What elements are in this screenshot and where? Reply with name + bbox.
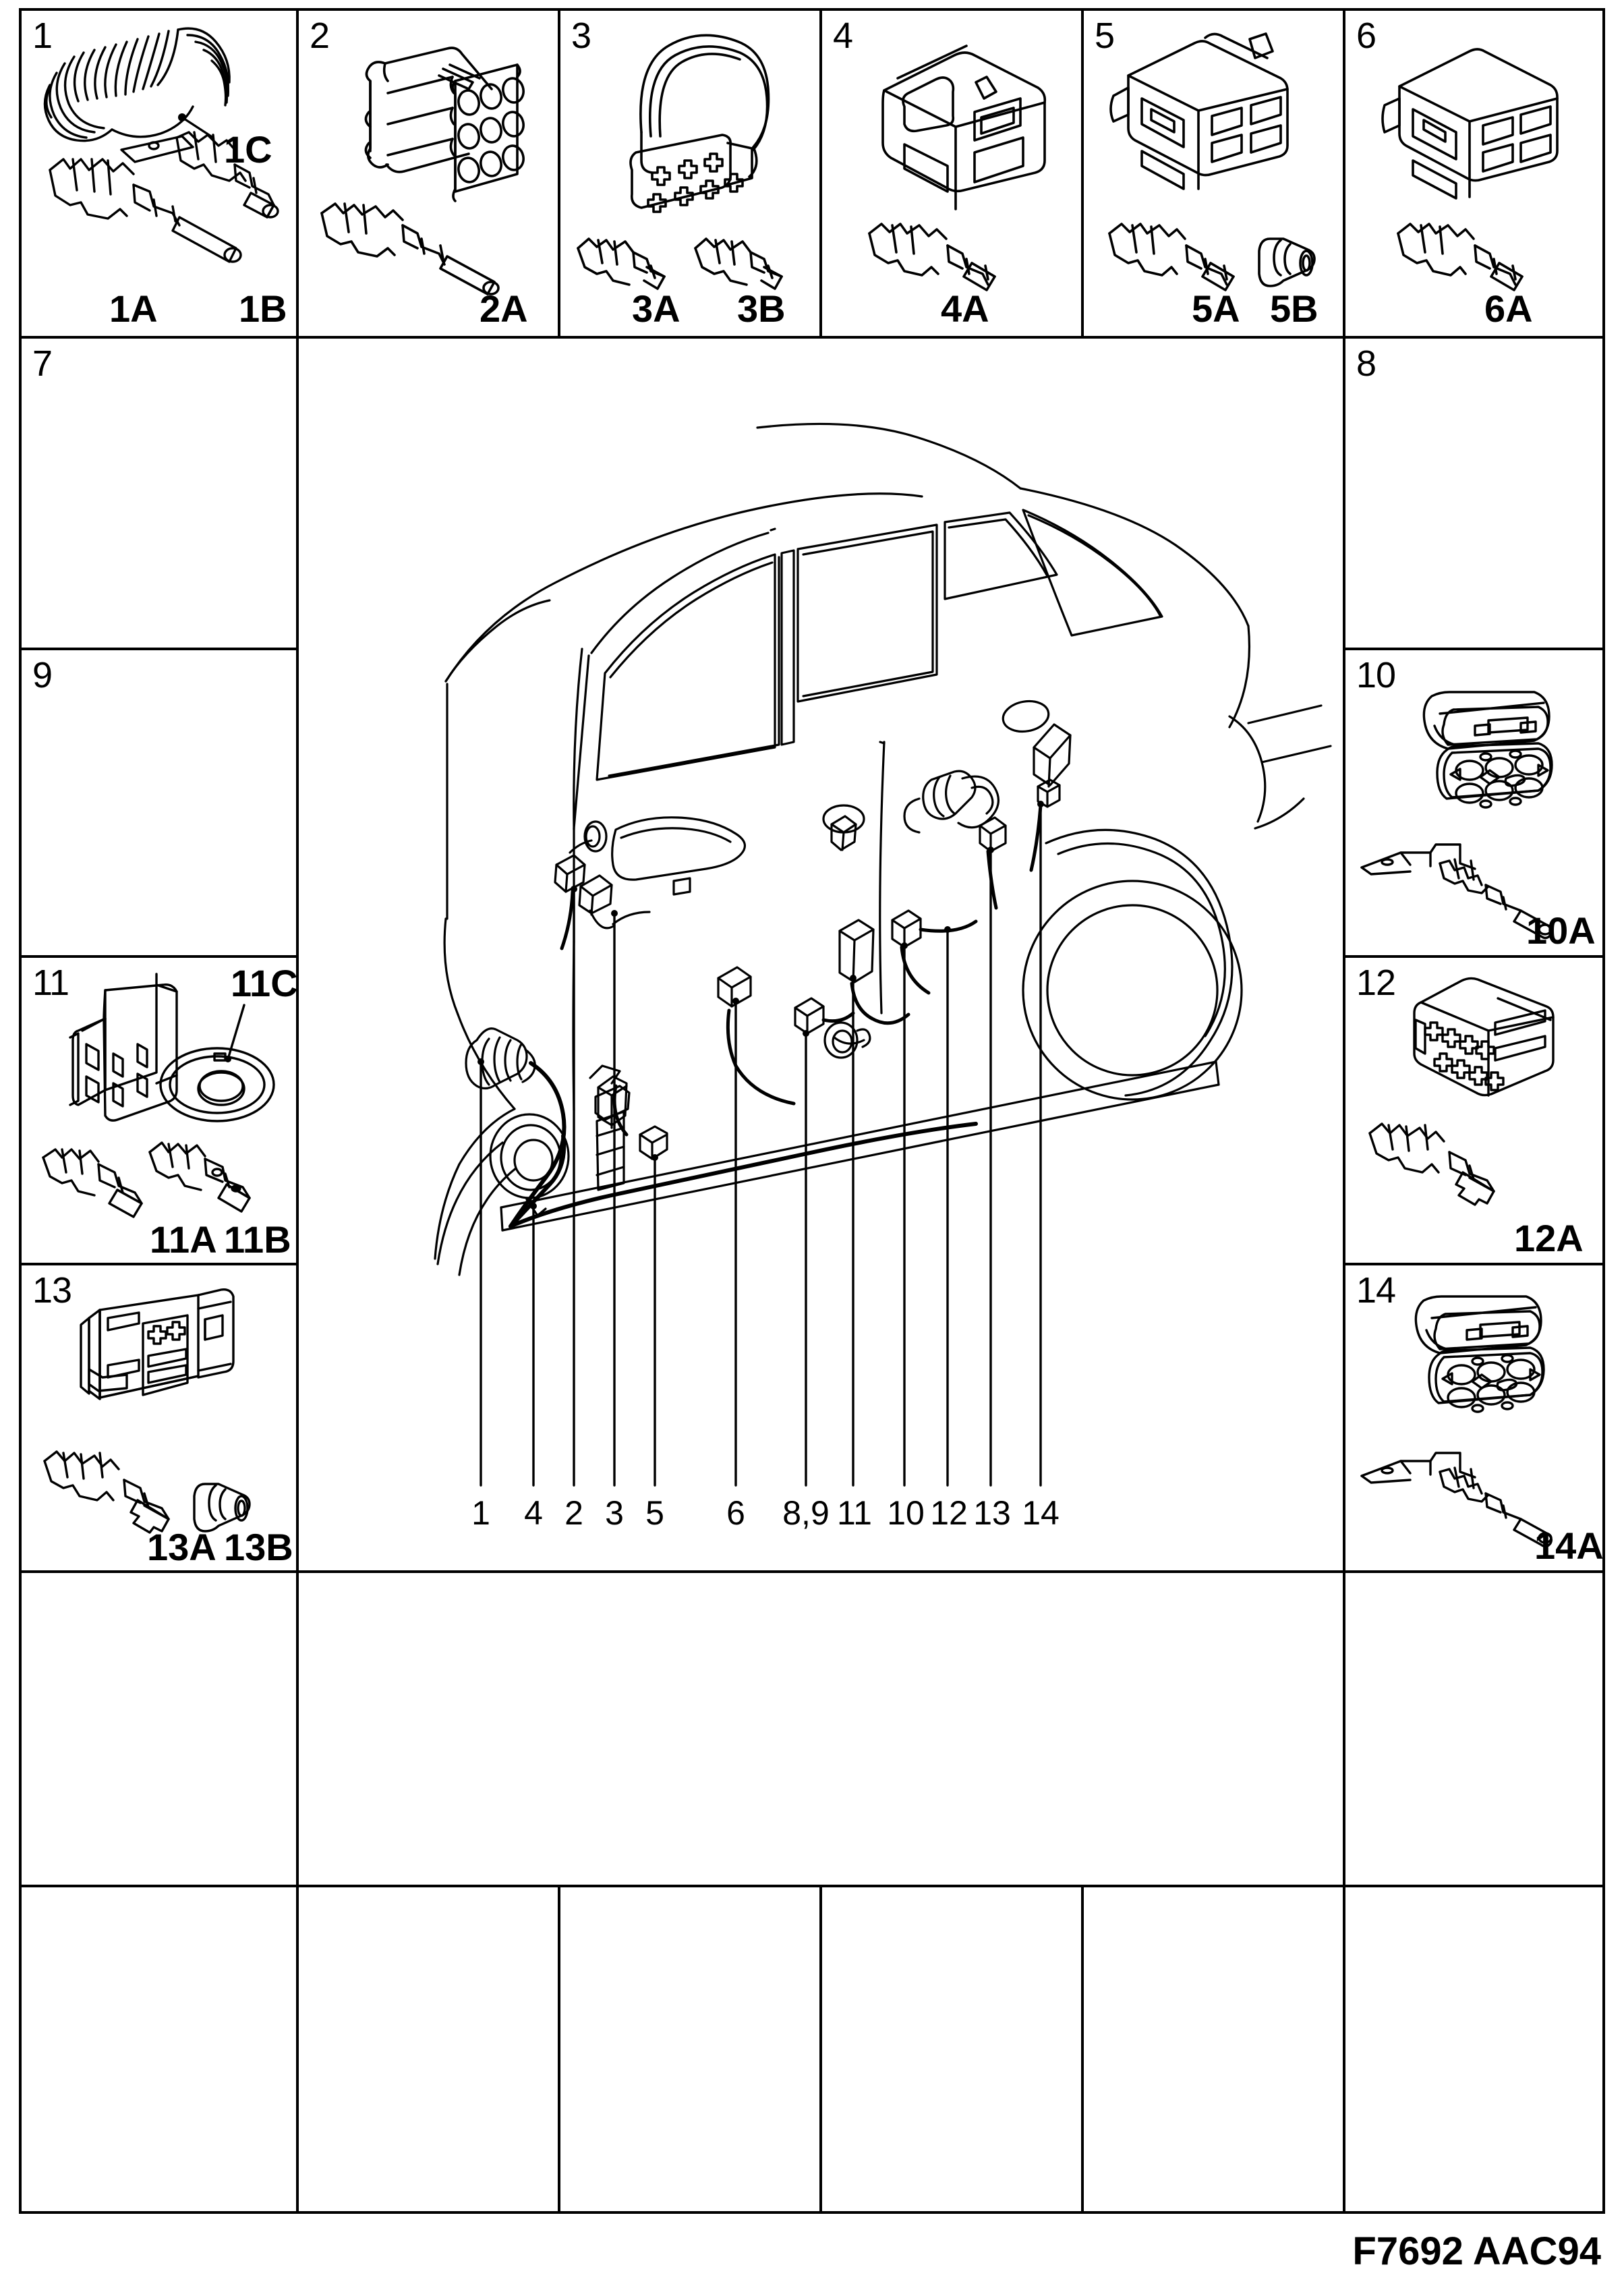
part-cell-8[interactable]: 8: [1343, 336, 1605, 650]
callout-number: 6: [726, 1494, 745, 1532]
callout-number: 11: [837, 1494, 872, 1532]
diagram-code: F7692 AAC94: [1352, 2229, 1601, 2273]
callout-number: 13: [973, 1494, 1011, 1532]
part-cell-13[interactable]: 13: [19, 1263, 299, 1573]
cell-number: 11: [32, 963, 69, 1003]
cell-number: 14: [1356, 1270, 1396, 1311]
empty-band-right[interactable]: [1343, 1570, 1605, 1887]
bottom-cell-5[interactable]: [1081, 1885, 1345, 2214]
cell-14-artwork: [1345, 1265, 1602, 1570]
cell-1-sublabel-1a: 1A: [109, 287, 158, 330]
part-cell-11[interactable]: 11: [19, 955, 299, 1265]
vehicle-illustration: [299, 339, 1343, 1570]
cell-4-artwork: [822, 11, 1081, 336]
cell-13-sublabel-13a: 13A: [147, 1526, 216, 1568]
part-cell-14[interactable]: 14: [1343, 1263, 1605, 1573]
part-cell-5[interactable]: 5: [1081, 8, 1345, 339]
callout-number: 2: [564, 1494, 583, 1532]
cell-5-sublabel-5b: 5B: [1270, 287, 1318, 330]
empty-band-center[interactable]: [296, 1570, 1345, 1887]
cell-10-sublabel-10a: 10A: [1526, 909, 1596, 952]
cell-5-sublabel-5a: 5A: [1192, 287, 1240, 330]
callout-number: 8,9: [782, 1494, 830, 1532]
cell-6-artwork: [1345, 11, 1602, 336]
cell-11-sublabel-11b: 11B: [224, 1218, 291, 1261]
cell-4-sublabel-4a: 4A: [941, 287, 989, 330]
callout-number: 4: [524, 1494, 543, 1532]
cell-number: 6: [1356, 16, 1376, 56]
bottom-cell-2[interactable]: [296, 1885, 560, 2214]
cell-3-artwork: [560, 11, 819, 336]
cell-12-sublabel-12a: 12A: [1514, 1217, 1584, 1259]
callout-number: 1: [471, 1494, 490, 1532]
callout-number: 14: [1022, 1494, 1060, 1532]
part-cell-3[interactable]: 3: [558, 8, 822, 339]
cell-number: 4: [833, 16, 853, 56]
cell-2-artwork: [299, 11, 558, 336]
cell-number: 10: [1356, 655, 1396, 695]
cell-1-artwork: [22, 11, 296, 336]
vehicle-illustration-pane[interactable]: 1 4 2 3 5 6 8,9 11 10 12 13 14: [296, 336, 1345, 1573]
cell-13-artwork: [22, 1265, 296, 1570]
callout-number: 12: [930, 1494, 968, 1532]
cell-11-sublabel-11a: 11A: [150, 1218, 217, 1261]
bottom-cell-1[interactable]: [19, 1885, 299, 2214]
cell-2-sublabel-2a: 2A: [480, 287, 528, 330]
cell-10-artwork: [1345, 650, 1602, 955]
cell-1-sublabel-1c: 1C: [224, 128, 272, 171]
cell-number: 9: [32, 655, 53, 695]
cell-3-sublabel-3b: 3B: [737, 287, 786, 330]
bottom-cell-3[interactable]: [558, 1885, 822, 2214]
cell-number: 2: [310, 16, 330, 56]
callout-number: 3: [605, 1494, 624, 1532]
part-cell-1[interactable]: 1: [19, 8, 299, 339]
cell-number: 8: [1356, 343, 1376, 384]
part-cell-12[interactable]: 12: [1343, 955, 1605, 1265]
cell-11-sublabel-11c: 11C: [231, 962, 298, 1004]
cell-3-sublabel-3a: 3A: [632, 287, 680, 330]
cell-6-sublabel-6a: 6A: [1484, 287, 1533, 330]
empty-band-left[interactable]: [19, 1570, 299, 1887]
cell-number: 5: [1095, 16, 1115, 56]
part-cell-4[interactable]: 4: [819, 8, 1084, 339]
cell-5-artwork: [1084, 11, 1343, 336]
part-cell-7[interactable]: 7: [19, 336, 299, 650]
cell-13-sublabel-13b: 13B: [224, 1526, 293, 1568]
cell-number: 1: [32, 16, 53, 56]
cell-number: 13: [32, 1270, 72, 1311]
bottom-cell-6[interactable]: [1343, 1885, 1605, 2214]
cell-number: 7: [32, 343, 53, 384]
part-cell-2[interactable]: 2: [296, 8, 560, 339]
cell-number: 12: [1356, 963, 1396, 1003]
cell-1-sublabel-1b: 1B: [239, 287, 287, 330]
cell-number: 3: [571, 16, 591, 56]
part-cell-9[interactable]: 9: [19, 648, 299, 958]
part-cell-10[interactable]: 10: [1343, 648, 1605, 958]
callout-number: 10: [887, 1494, 925, 1532]
bottom-cell-4[interactable]: [819, 1885, 1084, 2214]
cell-11-artwork: [22, 958, 296, 1263]
cell-12-artwork: [1345, 958, 1602, 1263]
part-cell-6[interactable]: 6: [1343, 8, 1605, 339]
callout-number: 5: [645, 1494, 664, 1532]
cell-14-sublabel-14a: 14A: [1534, 1524, 1604, 1567]
